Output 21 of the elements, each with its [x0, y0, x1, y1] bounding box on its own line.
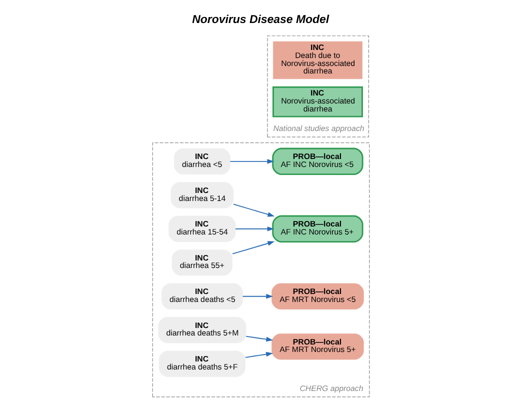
arrow — [242, 294, 274, 299]
diagram-title: Norovirus Disease Model — [192, 14, 330, 26]
node-box: INC diarrhea deaths 5+M — [158, 317, 246, 344]
node-box: PROB—local AF MRT Norovirus <5 — [272, 283, 364, 310]
arrow — [232, 204, 275, 217]
node-box: PROB—local AF MRT Norovirus 5+ — [272, 334, 364, 360]
arrow — [232, 241, 275, 254]
arrow — [230, 159, 274, 164]
node-box: PROB—local AF INC Norovirus <5 — [272, 148, 364, 176]
node-box: INC diarrhea deaths <5 — [161, 283, 243, 310]
node-box: INC Death due to Norovirus-associated diarrhea — [273, 41, 362, 80]
arrow — [246, 336, 274, 342]
arrow — [244, 352, 273, 358]
node-box: PROB—local AF INC Norovirus 5+ — [272, 215, 364, 243]
node-box: INC diarrhea 55+ — [172, 250, 232, 276]
node-box: INC Norovirus-associated diarrhea — [272, 86, 363, 118]
node-box: INC diarrhea <5 — [174, 148, 230, 175]
arrow — [235, 226, 274, 232]
node-box: INC diarrhea 5-14 — [170, 182, 234, 208]
node-box: INC diarrhea 15-54 — [168, 216, 236, 242]
node-box: INC diarrhea deaths 5+F — [158, 350, 246, 377]
